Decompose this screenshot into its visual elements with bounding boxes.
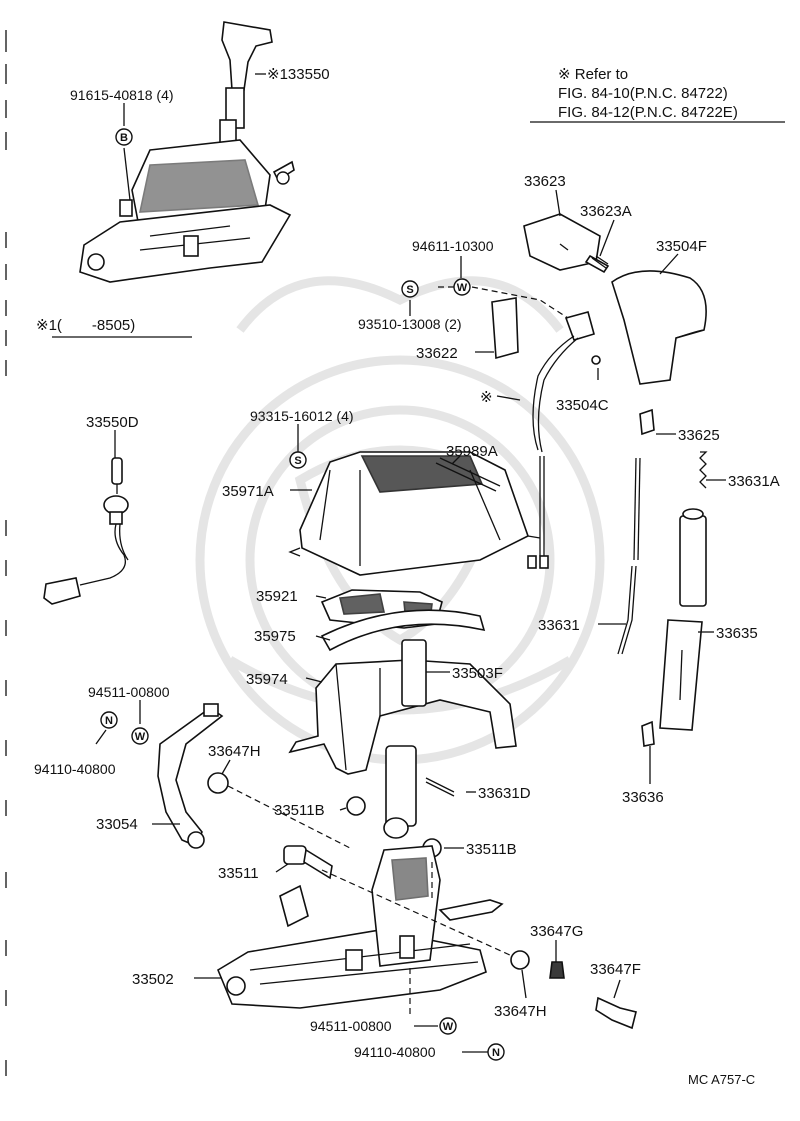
label-133550: ※133550 — [267, 66, 330, 83]
label-33511: 33511 — [218, 865, 259, 882]
label-33550d: 33550D — [86, 414, 139, 431]
label-33511b-left: 33511B — [274, 802, 325, 819]
label-94611-10300: 94611-10300 — [412, 238, 494, 254]
symbol-s-circle-2: S — [289, 451, 307, 469]
label-94511-00800-bottom: 94511-00800 — [310, 1018, 392, 1034]
symbol-n-circle-2: N — [487, 1043, 505, 1061]
refer-note-line3: FIG. 84-12(P.N.C. 84722E) — [558, 104, 738, 121]
position-housing — [288, 639, 517, 775]
label-33503f: 33503F — [452, 665, 503, 682]
label-33647h-bottom: 33647H — [494, 1003, 547, 1020]
leader-lines — [52, 73, 785, 1053]
lever-bracket — [157, 703, 224, 849]
assembly-lines — [227, 286, 569, 1053]
symbol-w-label: W — [457, 282, 468, 294]
label-93510-13008: 93510-13008 (2) — [358, 316, 462, 332]
indicator-plates — [320, 589, 486, 652]
symbol-w-label: W — [443, 1021, 454, 1033]
label-33622: 33622 — [416, 345, 458, 362]
label-91615-40818: 91615-40818 (4) — [70, 87, 174, 103]
label-35989a: 35989A — [446, 443, 498, 460]
label-33623a: 33623A — [580, 203, 632, 220]
label-94110-40800-top: 94110-40800 — [34, 761, 116, 777]
label-33631: 33631 — [538, 617, 580, 634]
label-33623: 33623 — [524, 173, 566, 190]
symbol-w-circle-3: W — [439, 1017, 457, 1035]
symbol-w-circle-2: W — [131, 727, 149, 745]
switch-harness — [43, 457, 129, 605]
refer-note-line1: ※ Refer to — [558, 66, 628, 83]
label-33504c: 33504C — [556, 397, 609, 414]
label-33631a: 33631A — [728, 473, 780, 490]
label-35921: 35921 — [256, 588, 298, 605]
symbol-w-circle-1: W — [453, 278, 471, 296]
label-33647g: 33647G — [530, 923, 583, 940]
label-33631d: 33631D — [478, 785, 531, 802]
variant-note: ※1( -8505) — [36, 317, 135, 334]
label-star: ※ — [480, 389, 493, 406]
label-94511-00800-top: 94511-00800 — [88, 684, 170, 700]
drawing-code: MC A757-C — [688, 1072, 755, 1087]
label-33054: 33054 — [96, 816, 138, 833]
label-33502: 33502 — [132, 971, 174, 988]
label-33625: 33625 — [678, 427, 720, 444]
label-35974: 35974 — [246, 671, 288, 688]
symbol-n-label: N — [492, 1047, 500, 1059]
label-33636: 33636 — [622, 789, 664, 806]
shift-knob-parts — [491, 213, 707, 569]
fastener-symbols: B S W S N W W N — [100, 128, 505, 1061]
label-35971a: 35971A — [222, 483, 274, 500]
symbol-s-circle-1: S — [401, 280, 419, 298]
symbol-n-circle-1: N — [100, 711, 118, 729]
symbol-w-label: W — [135, 731, 146, 743]
label-33647f: 33647F — [590, 961, 641, 978]
label-35975: 35975 — [254, 628, 296, 645]
label-94110-40800-bottom: 94110-40800 — [354, 1044, 436, 1060]
lever-pin — [283, 845, 333, 880]
label-33647h-top: 33647H — [208, 743, 261, 760]
refer-note-line2: FIG. 84-10(P.N.C. 84722) — [558, 85, 728, 102]
part-number-labels: ※ Refer to FIG. 84-10(P.N.C. 84722) FIG.… — [34, 66, 780, 1087]
shift-base — [216, 845, 504, 1009]
symbol-b-circle: B — [115, 128, 133, 146]
label-33504f: 33504F — [656, 238, 707, 255]
symbol-n-label: N — [105, 715, 113, 727]
label-33511b-right: 33511B — [466, 841, 517, 858]
lever-guide — [383, 745, 455, 839]
shift-rod-parts — [617, 408, 708, 747]
console-cover — [288, 451, 541, 576]
symbol-b-label: B — [120, 132, 128, 144]
shift-lever-assembly — [79, 21, 295, 283]
label-33635: 33635 — [716, 625, 758, 642]
label-93315-16012: 93315-16012 (4) — [250, 408, 354, 424]
symbol-s-label: S — [406, 284, 413, 296]
symbol-s-label: S — [294, 455, 301, 467]
